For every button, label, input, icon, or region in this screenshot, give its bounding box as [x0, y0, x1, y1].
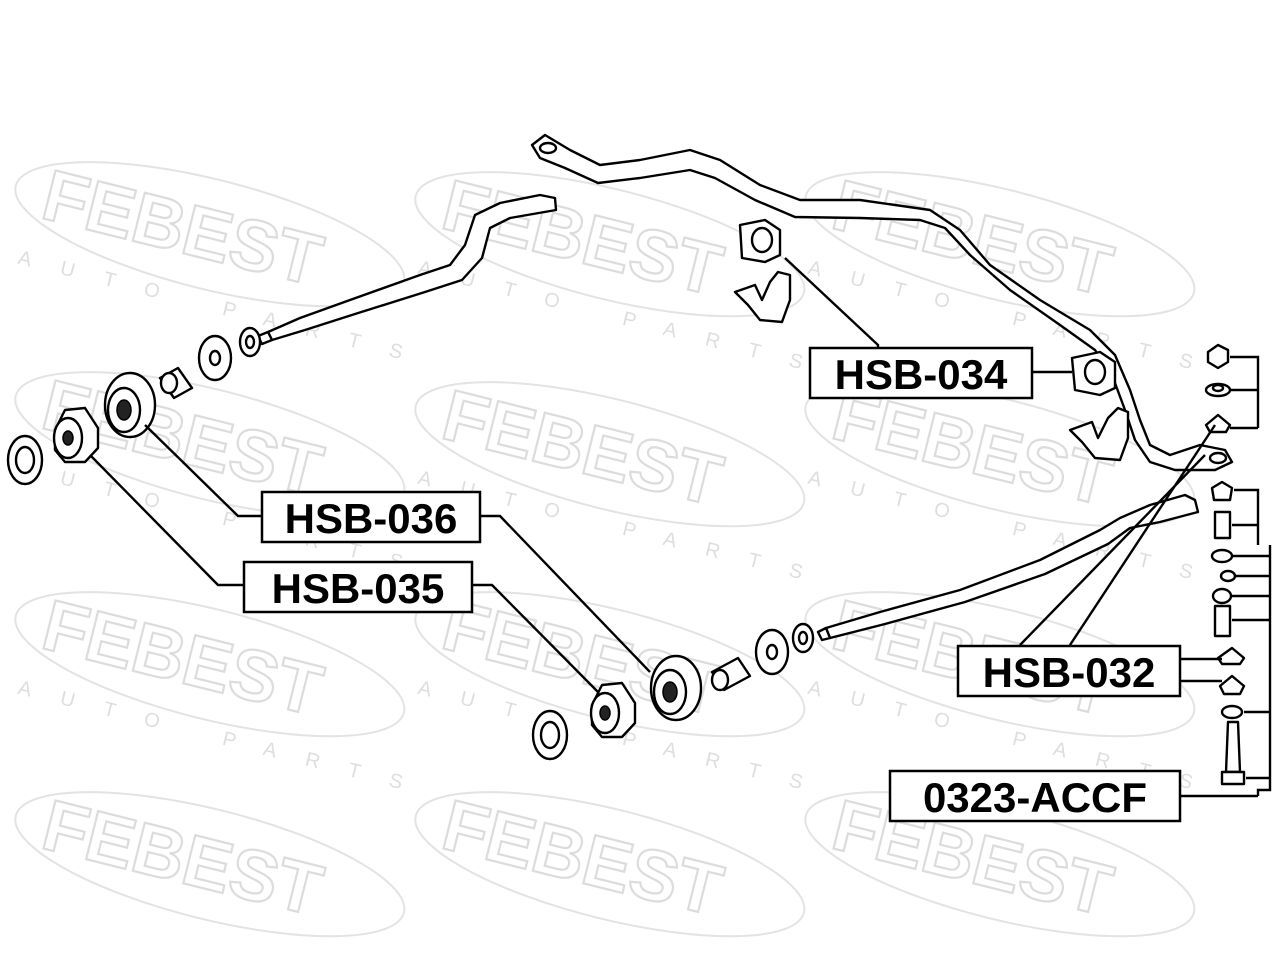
label-0323-accf: 0323-ACCF	[888, 769, 1182, 823]
link-hardware-stack	[1204, 343, 1246, 786]
watermark-1: FEBEST AUTO PARTS	[14, 154, 434, 371]
label-hsb-036: HSB-036	[260, 490, 482, 544]
label-hsb-035-text: HSB-035	[272, 565, 445, 612]
radius-rod-left	[256, 193, 558, 346]
watermark-3: FEBEST AUTO PARTS	[804, 164, 1224, 381]
label-hsb-036-text: HSB-036	[285, 495, 458, 542]
washer-left-far	[6, 434, 44, 486]
hsb-036-bushing-lower	[649, 654, 703, 722]
label-hsb-032: HSB-032	[956, 644, 1182, 698]
watermark-brand: FEBEST	[435, 785, 730, 931]
hsb-036-bushing-upper	[103, 371, 157, 439]
watermark-5: FEBEST AUTO PARTS	[414, 374, 834, 591]
hsb-034-bushing-upper	[738, 218, 782, 264]
hsb-035-bushing-lower	[589, 681, 637, 739]
label-hsb-032-text: HSB-032	[983, 649, 1156, 696]
hsb-035-bushing-upper	[52, 406, 100, 464]
lower-center-parts	[710, 622, 815, 692]
label-hsb-034-text: HSB-034	[835, 351, 1008, 398]
left-upper-parts	[158, 326, 262, 400]
label-hsb-035: HSB-035	[242, 560, 474, 614]
label-0323-accf-text: 0323-ACCF	[923, 774, 1147, 821]
watermark-10: FEBEST	[14, 784, 406, 938]
hsb-034-bracket-upper	[733, 270, 792, 324]
watermark-11: FEBEST	[414, 784, 806, 938]
hsb-034-bracket-right	[1068, 406, 1130, 462]
watermark-layer: FEBEST AUTO PARTS FEBEST AUTO PARTS FEBE…	[14, 154, 1224, 938]
label-hsb-034: HSB-034	[808, 346, 1034, 400]
stabilizer-bar	[530, 133, 1234, 472]
hsb-034-bushing-right	[1070, 350, 1117, 397]
washer-lower-center	[531, 709, 569, 761]
watermark-brand: FEBEST	[35, 785, 330, 931]
leader-lines	[89, 257, 1272, 798]
